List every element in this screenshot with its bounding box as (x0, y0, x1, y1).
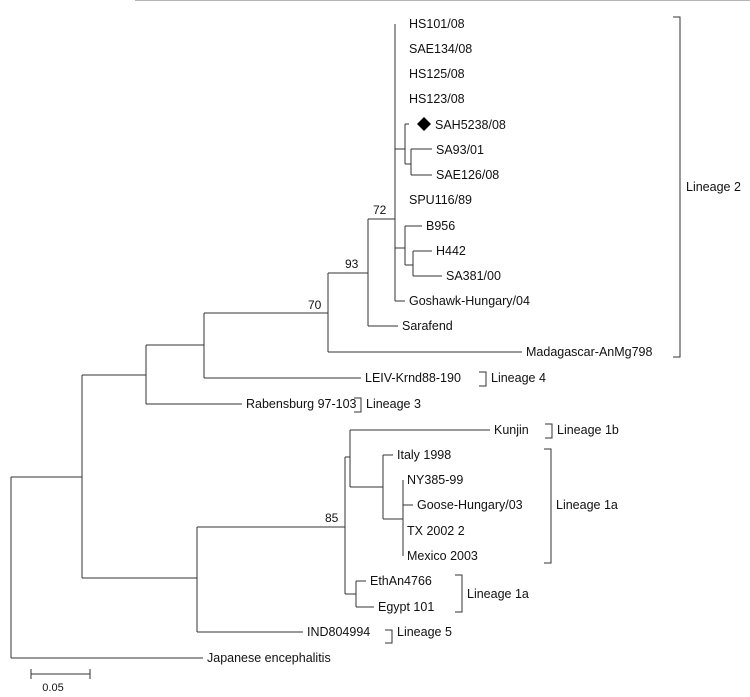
scale-bar-label: 0.05 (42, 682, 63, 694)
bracket-lineage-4 (479, 371, 487, 387)
leaf-label-ethan4766: EthAn4766 (370, 574, 432, 588)
leaf-label-hs101-08: HS101/08 (409, 17, 465, 31)
leaf-label-mexico-2003: Mexico 2003 (407, 549, 478, 563)
leaf-label-h442: H442 (436, 244, 466, 258)
leaf-label-egypt-101: Egypt 101 (378, 600, 434, 614)
leaf-label-hs123-08: HS123/08 (409, 92, 465, 106)
leaf-label-goshawk-hungary-04: Goshawk-Hungary/04 (409, 294, 530, 308)
scale-bar: 0.05 (30, 669, 91, 694)
lineage-label-2: Lineage 2 (686, 180, 741, 194)
tree-branches (10, 24, 522, 659)
bracket-lineage-2 (673, 16, 681, 358)
leaf-labels: HS101/08 SAE134/08 HS125/08 HS123/08 SAH… (207, 17, 653, 665)
leaf-label-sae134-08: SAE134/08 (409, 42, 472, 56)
bootstrap-values: 70 93 72 85 (308, 203, 387, 525)
bootstrap-value-70: 70 (308, 298, 322, 312)
lineage-label-3: Lineage 3 (366, 397, 421, 411)
bracket-lineage-3 (354, 397, 362, 413)
lineage-label-1b: Lineage 1b (557, 423, 619, 437)
leaf-label-spu116-89: SPU116/89 (409, 193, 472, 207)
leaf-label-japanese-encephalitis: Japanese encephalitis (207, 651, 331, 665)
leaf-label-b956: B956 (426, 219, 455, 233)
bracket-lineage-1b (545, 423, 553, 439)
lineage-label-1a-lower: Lineage 1a (467, 587, 529, 601)
bracket-lineage-1a-upper (544, 448, 552, 564)
lineage-label-5: Lineage 5 (397, 625, 452, 639)
lineage-label-4: Lineage 4 (491, 371, 546, 385)
leaf-label-sah5238-08: SAH5238/08 (435, 118, 506, 132)
leaf-label-sae126-08: SAE126/08 (436, 168, 499, 182)
bracket-lineage-5 (385, 629, 393, 644)
leaf-label-leiv-krnd88-190: LEIV-Krnd88-190 (365, 371, 461, 385)
diamond-marker-icon (417, 117, 431, 131)
leaf-label-hs125-08: HS125/08 (409, 67, 465, 81)
bootstrap-value-72: 72 (373, 203, 387, 217)
lineage-brackets (354, 16, 681, 644)
leaf-label-italy-1998: Italy 1998 (397, 448, 451, 462)
leaf-label-sa93-01: SA93/01 (436, 143, 484, 157)
lineage-labels: Lineage 2 Lineage 4 Lineage 3 Lineage 1b… (366, 180, 741, 639)
tree-markers (417, 117, 431, 131)
top-border-rule (135, 0, 750, 1)
leaf-label-ind804994: IND804994 (307, 625, 370, 639)
bootstrap-value-93: 93 (345, 257, 359, 271)
leaf-label-ny385-99: NY385-99 (407, 473, 463, 487)
leaf-label-rabensburg-97-103: Rabensburg 97-103 (246, 397, 357, 411)
leaf-label-kunjin: Kunjin (494, 423, 529, 437)
leaf-label-madagascar-anmg798: Madagascar-AnMg798 (526, 345, 653, 359)
bootstrap-value-85: 85 (325, 511, 339, 525)
leaf-label-sarafend: Sarafend (402, 319, 453, 333)
bracket-lineage-1a-lower (455, 574, 463, 613)
leaf-label-sa381-00: SA381/00 (446, 269, 501, 283)
lineage-label-1a-upper: Lineage 1a (556, 498, 618, 512)
leaf-label-tx-2002-2: TX 2002 2 (407, 524, 465, 538)
leaf-label-goose-hungary-03: Goose-Hungary/03 (417, 498, 523, 512)
